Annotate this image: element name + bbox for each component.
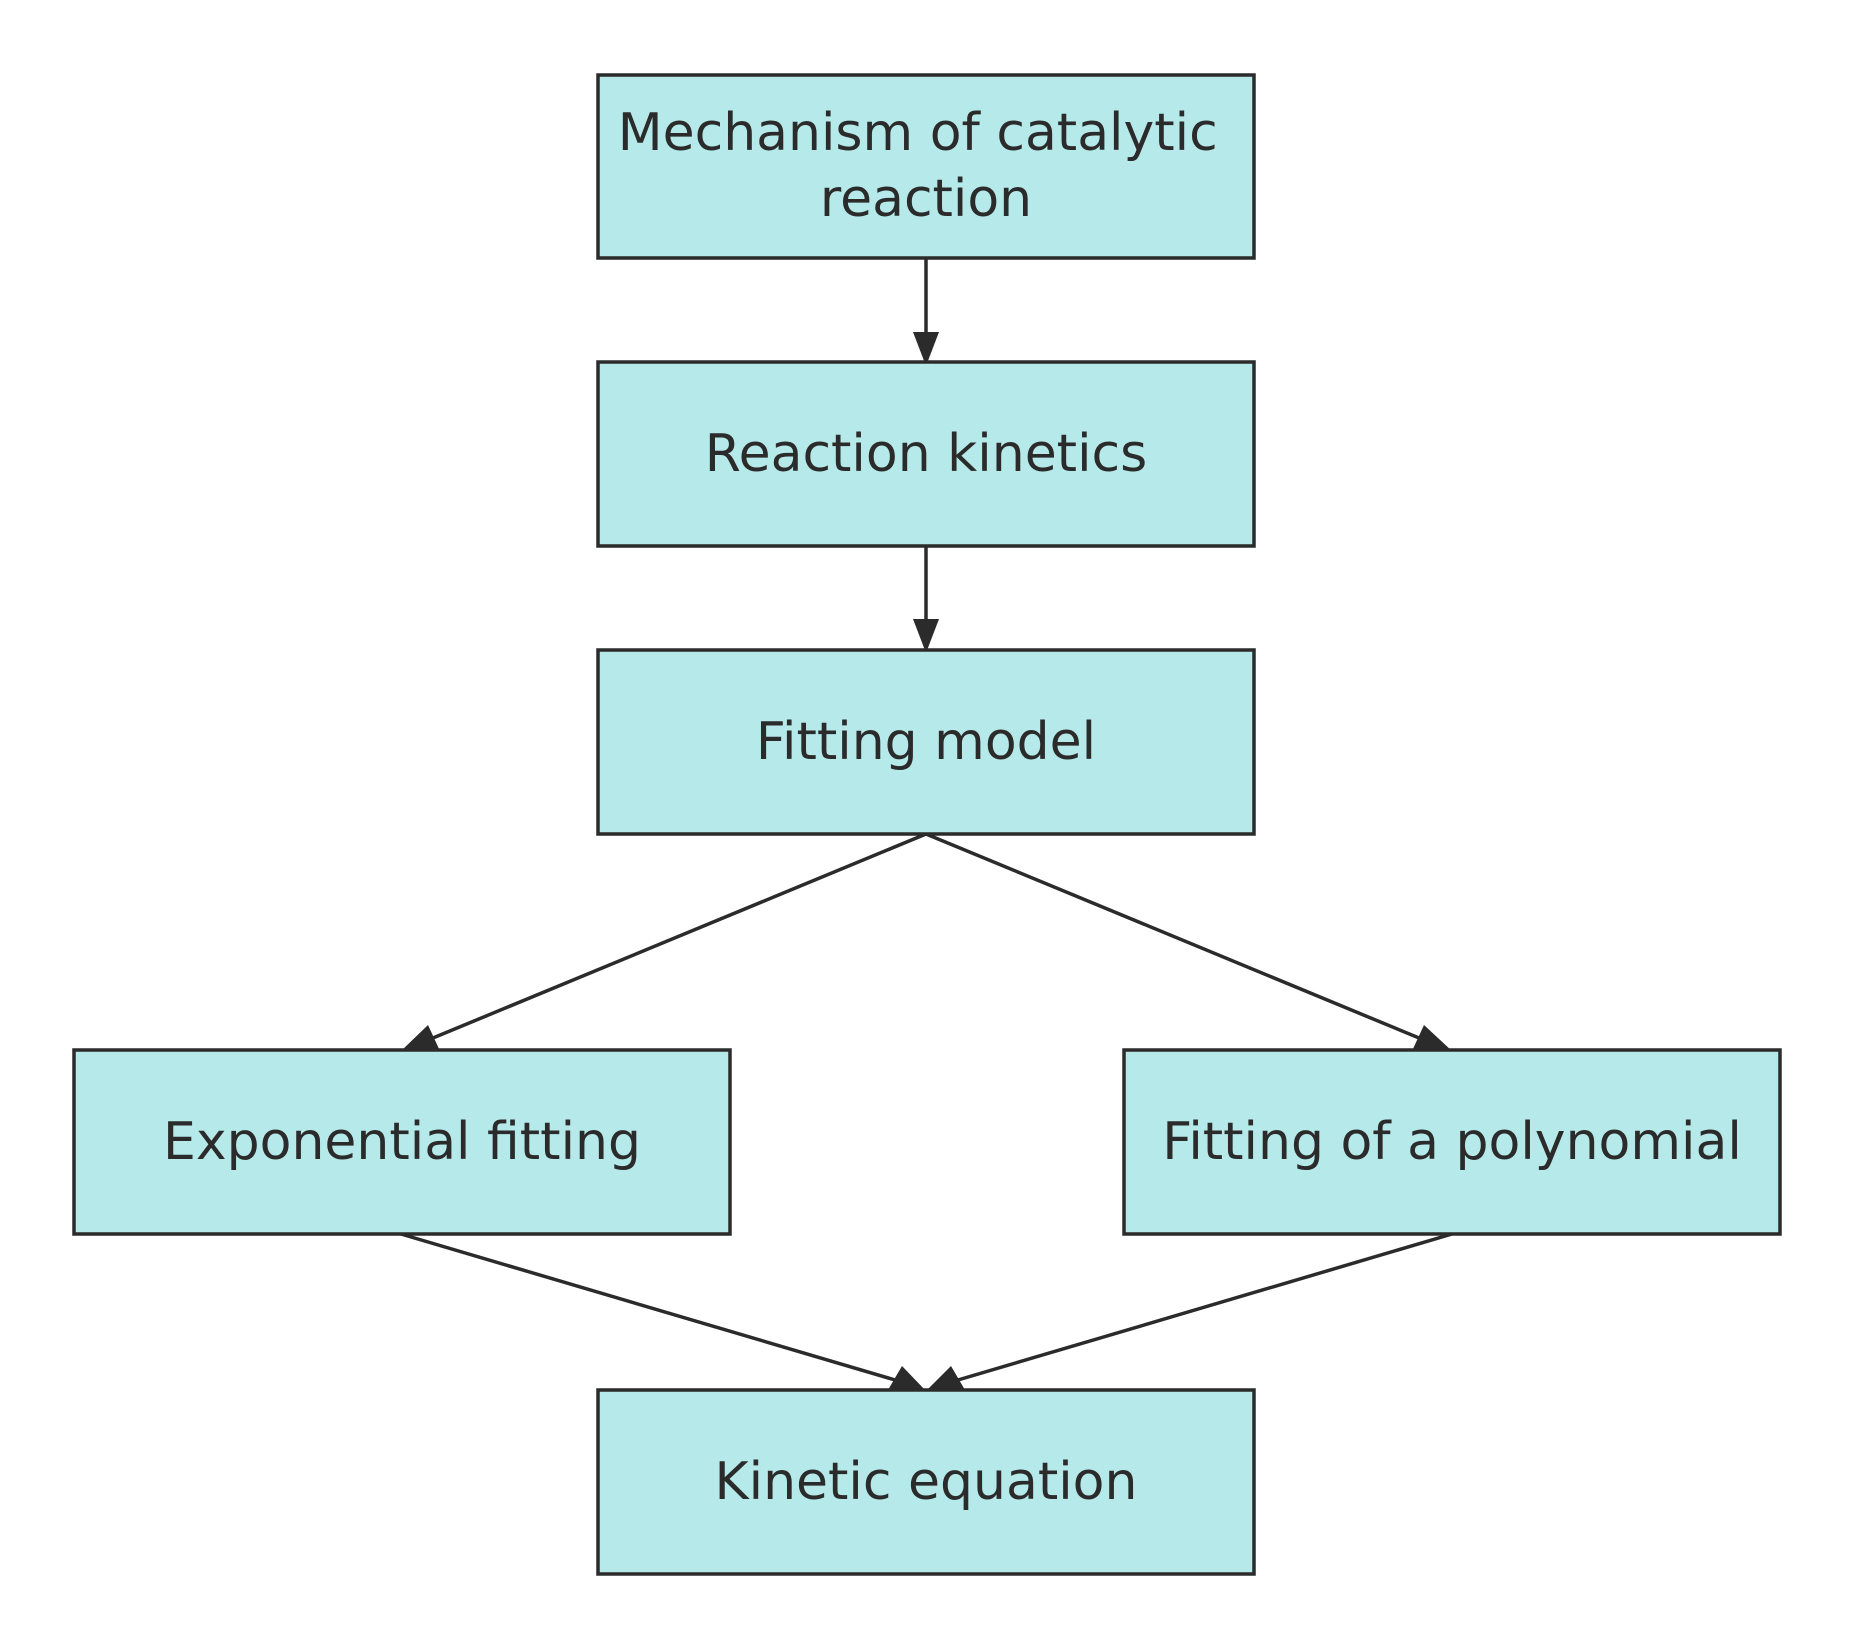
edge-fitting-model-to-exponential bbox=[401, 832, 927, 1051]
node-reaction-kinetics: Reaction kinetics bbox=[596, 360, 1256, 548]
node-label: Fitting model bbox=[756, 712, 1096, 772]
edge-mechanism-to-kinetics bbox=[913, 258, 939, 366]
arrowhead-icon bbox=[401, 1025, 440, 1051]
node-label: Fitting of a polynomial bbox=[1162, 1112, 1742, 1172]
svg-text:Exponential fitting: Exponential fitting bbox=[163, 1112, 641, 1172]
svg-text:Kinetic equation: Kinetic equation bbox=[715, 1452, 1138, 1512]
node-kinetic-equation: Kinetic equation bbox=[596, 1388, 1256, 1576]
arrowhead-icon bbox=[926, 1366, 965, 1391]
node-label: Reaction kinetics bbox=[705, 424, 1147, 484]
svg-text:Reaction kinetics: Reaction kinetics bbox=[705, 424, 1147, 484]
svg-text:Mechanism of catalytic r: Mechanism of catalytic reaction bbox=[618, 103, 1235, 229]
edge-fitting-model-to-polynomial bbox=[925, 832, 1452, 1051]
node-label-line: Mechanism of catalytic bbox=[618, 103, 1218, 163]
svg-text:Fitting of a polynomial: Fitting of a polynomial bbox=[1162, 1112, 1742, 1172]
node-label: Exponential fitting bbox=[163, 1112, 641, 1172]
arrowhead-icon bbox=[888, 1366, 926, 1391]
edge-exponential-to-kinetic-equation bbox=[400, 1232, 926, 1391]
node-fitting-model: Fitting model bbox=[596, 648, 1256, 836]
node-label: Kinetic equation bbox=[715, 1452, 1138, 1512]
arrowhead-icon bbox=[913, 332, 939, 366]
edges bbox=[400, 258, 1453, 1391]
arrowhead-icon bbox=[1412, 1025, 1452, 1051]
edge-kinetics-to-fitting-model bbox=[913, 546, 939, 653]
node-mechanism-of-catalytic-reaction: Mechanism of catalytic reaction bbox=[596, 73, 1256, 260]
edge-polynomial-to-kinetic-equation bbox=[926, 1232, 1453, 1391]
arrowhead-icon bbox=[913, 619, 939, 653]
node-fitting-of-a-polynomial: Fitting of a polynomial bbox=[1122, 1048, 1782, 1236]
svg-text:Fitting model: Fitting model bbox=[756, 712, 1096, 772]
node-label-line: reaction bbox=[820, 169, 1032, 229]
node-exponential-fitting: Exponential fitting bbox=[72, 1048, 732, 1236]
